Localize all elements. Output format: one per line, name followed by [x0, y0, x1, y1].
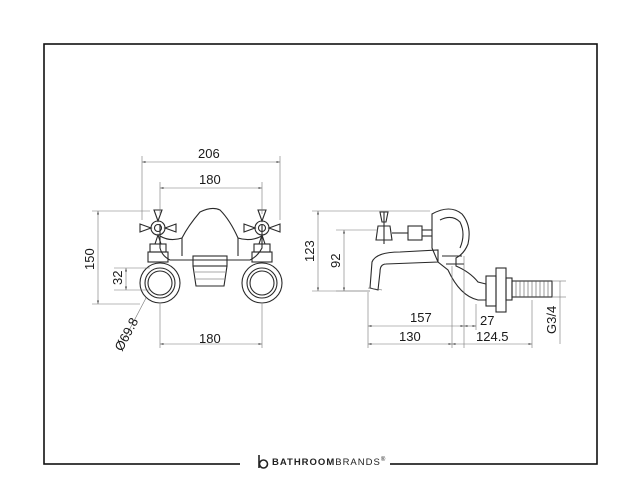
- dim-side-body-depth: 124.5: [476, 329, 509, 344]
- side-dimensions: [312, 210, 566, 348]
- brand-logo: BATHROOMBRANDS®: [257, 454, 386, 470]
- brand-name-part1: BATHROOM: [272, 456, 336, 468]
- dim-side-spout-height: 92: [328, 254, 343, 268]
- drawing-frame: [43, 43, 598, 465]
- brand-name: BATHROOMBRANDS®: [272, 457, 386, 468]
- dim-front-flange-diameter: Ø69.8: [111, 315, 141, 353]
- side-view: [367, 208, 553, 313]
- dim-front-height: 150: [82, 248, 97, 270]
- dim-front-inlet: 32: [110, 271, 125, 285]
- dim-side-height: 123: [302, 240, 317, 262]
- front-view: [139, 207, 283, 304]
- brand-b-icon: [258, 455, 269, 469]
- front-dimensions: [92, 156, 281, 348]
- dim-side-projection: 157: [410, 310, 432, 325]
- dim-side-spout-reach: 130: [399, 329, 421, 344]
- dim-side-thread: G3/4: [544, 306, 559, 334]
- brand-name-part2: BRANDS: [335, 456, 381, 468]
- brand-registered-mark: ®: [380, 456, 387, 463]
- dim-side-offset: 27: [480, 313, 494, 328]
- dim-front-top-centres: 180: [199, 172, 221, 187]
- dim-front-overall-width: 206: [198, 146, 220, 161]
- dim-front-bottom-centres: 180: [199, 331, 221, 346]
